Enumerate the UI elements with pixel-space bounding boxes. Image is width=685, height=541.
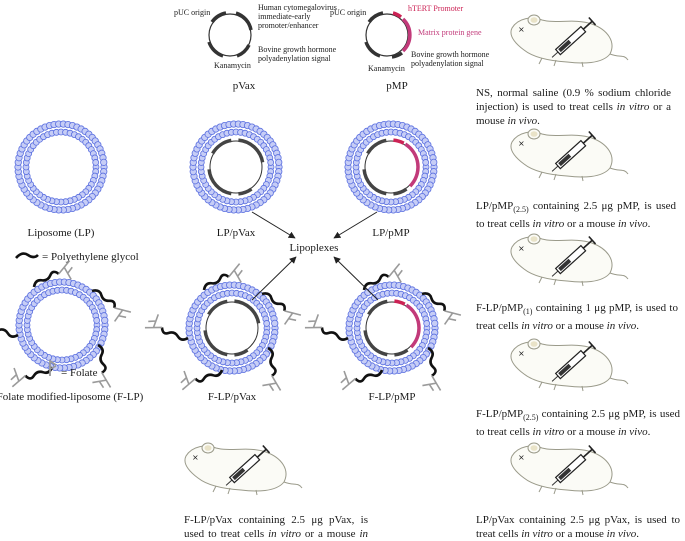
svg-text:×: × — [518, 453, 525, 462]
caption-lp-pmp-2.5: LP/pMP(2.5) containing 2.5 μg pMP, is us… — [476, 200, 676, 231]
mouse-icon: × — [184, 442, 303, 496]
svg-text:×: × — [518, 25, 525, 34]
caption-lp-pvax: LP/pVax containing 2.5 μg pVax, is used … — [476, 514, 680, 540]
liposome-pvax — [189, 120, 283, 214]
arrow-flp-pmp — [333, 256, 379, 301]
lipoplexes-label: Lipoplexes — [290, 242, 339, 254]
pvax-cmv-line3: promoter/enhancer — [258, 21, 319, 30]
flp-pmp-label: F-LP/pMP — [368, 391, 415, 403]
pmp-kan-label: Kanamycin — [368, 64, 405, 73]
pmp-htert-label: hTERT Promoter — [408, 4, 463, 13]
caption-flp-pmp-1: F-LP/pMP(1) containing 1 μg pMP, is used… — [476, 302, 678, 333]
pvax-bgh-line2: polyadenylation signal — [258, 54, 331, 63]
svg-text:×: × — [518, 349, 525, 358]
pvax-name: pVax — [233, 80, 256, 92]
liposome-pmp — [344, 120, 438, 214]
pmp-name: pMP — [386, 80, 407, 92]
caption-flp-pvax: F-LP/pVax containing 2.5 μg pVax, is use… — [184, 514, 369, 540]
mouse-icon: × — [510, 128, 629, 182]
pvax-cmv-line2: immediate-early — [258, 12, 310, 21]
plasmid-map-pmp: pUC origin hTERT Promoter Matrix protein… — [330, 4, 490, 92]
pmp-matrix-label: Matrix protein gene — [418, 28, 482, 37]
caption-ns: NS, normal saline (0.9 % sodium chloride… — [476, 87, 672, 127]
svg-text:×: × — [518, 139, 525, 148]
folate-legend-label: = Folate — [61, 367, 98, 379]
plasmid-map-pvax: pUC origin Human cytomegalovirus immedia… — [174, 3, 337, 92]
pmp-bgh-line2: polyadenylation signal — [411, 59, 484, 68]
svg-text:×: × — [192, 453, 199, 462]
folate-liposome — [0, 260, 132, 389]
pmp-puc-label: pUC origin — [330, 8, 366, 17]
folate-legend-icon — [49, 359, 57, 376]
mouse-icon: × — [510, 442, 629, 496]
arrow-lp-pvax — [251, 211, 296, 239]
flp-label: Folate modified-liposome (F-LP) — [0, 391, 144, 403]
arrow-lp-pmp — [333, 211, 378, 239]
pvax-cmv-line1: Human cytomegalovirus — [258, 3, 337, 12]
pvax-kan-label: Kanamycin — [214, 61, 251, 70]
lp-pmp-label: LP/pMP — [372, 227, 409, 239]
caption-flp-pmp-2.5: F-LP/pMP(2.5) containing 2.5 μg pMP, is … — [476, 408, 680, 439]
folate-liposome-pvax — [144, 263, 302, 392]
folate-liposome-pmp — [304, 263, 462, 392]
pvax-puc-label: pUC origin — [174, 8, 210, 17]
mouse-icon: × — [510, 338, 629, 392]
mouse-injection-group: × × × × × × — [184, 14, 629, 496]
flp-pvax-label: F-LP/pVax — [208, 391, 257, 403]
peg-legend-label: = Polyethylene glycol — [42, 251, 139, 263]
pvax-bgh-line1: Bovine growth hormone — [258, 45, 337, 54]
liposome-label: Liposome (LP) — [28, 227, 95, 239]
arrow-flp-pvax — [251, 256, 297, 301]
pmp-bgh-line1: Bovine growth hormone — [411, 50, 490, 59]
mouse-icon: × — [510, 14, 629, 68]
lp-pvax-label: LP/pVax — [217, 227, 256, 239]
mouse-icon: × — [510, 233, 629, 287]
svg-text:×: × — [518, 244, 525, 253]
liposome — [14, 120, 108, 214]
peg-legend-icon — [15, 252, 39, 259]
